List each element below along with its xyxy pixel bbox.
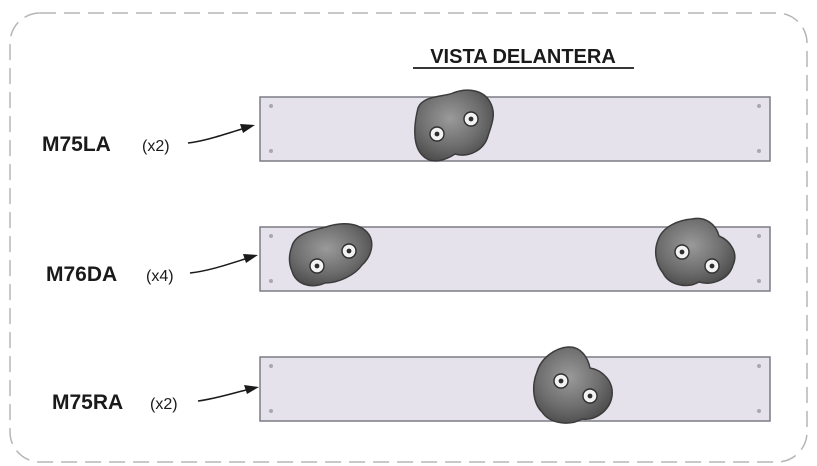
climbing-hold xyxy=(532,346,613,424)
bolt-icon xyxy=(309,258,325,274)
corner-screws xyxy=(269,364,761,413)
leader-arrow xyxy=(197,389,247,402)
panel-code-label: M75RA xyxy=(52,391,123,414)
view-title: VISTA DELANTERA xyxy=(430,46,616,68)
panel-board xyxy=(259,96,771,162)
bolt-icon xyxy=(674,244,690,260)
panel-code-label: M75LA xyxy=(42,133,111,156)
dashed-frame xyxy=(9,12,808,463)
arrowhead xyxy=(240,124,255,133)
panel-qty-label: (x2) xyxy=(150,396,178,413)
panel-qty-label: (x4) xyxy=(146,268,174,285)
panel-row-m76da: M76DA (x4) xyxy=(46,217,771,292)
panel-code-label: M76DA xyxy=(46,263,117,286)
bolt-icon xyxy=(553,373,569,389)
leader-arrow xyxy=(187,128,243,144)
bolt-icon xyxy=(341,243,357,259)
bolt-icon xyxy=(704,258,720,274)
climbing-hold xyxy=(288,222,373,287)
climbing-hold xyxy=(414,89,494,162)
climbing-hold xyxy=(654,217,736,287)
bolt-icon xyxy=(582,388,598,404)
panel-row-m75la: M75LA (x2) xyxy=(42,89,771,162)
bolt-icon xyxy=(463,111,479,127)
arrowhead xyxy=(244,385,259,394)
leader-arrow xyxy=(189,258,246,274)
corner-screws xyxy=(269,234,761,283)
arrowhead xyxy=(243,254,258,263)
bolt-icon xyxy=(429,126,445,142)
panel-row-m75ra: M75RA (x2) xyxy=(52,346,771,424)
corner-screws xyxy=(269,104,761,153)
panel-board xyxy=(259,356,771,422)
panel-qty-label: (x2) xyxy=(142,138,170,155)
